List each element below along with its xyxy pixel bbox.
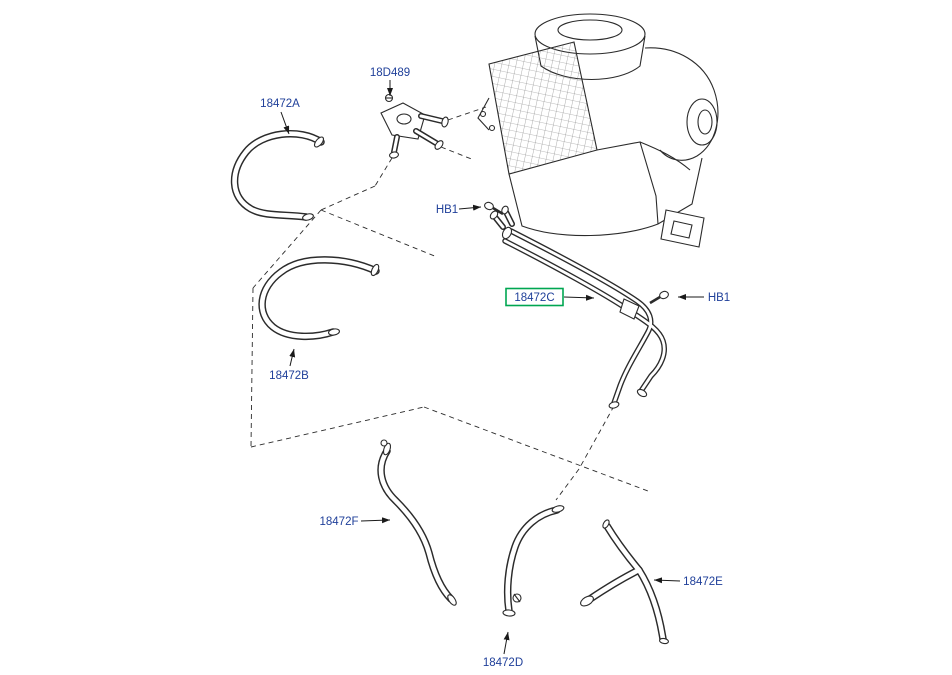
bolt-shaft <box>649 295 661 305</box>
pipe-end-cap <box>608 401 620 409</box>
pipe-inlet-stub-fill <box>504 210 514 226</box>
bolt-head <box>659 290 669 300</box>
label-18472F[interactable]: 18472F <box>319 516 358 528</box>
label-18472E[interactable]: 18472E <box>683 576 723 588</box>
valve-body-detail <box>396 113 412 125</box>
pipe-bracket-clip <box>619 298 640 320</box>
dashed-segment <box>440 146 475 161</box>
leader-arrows <box>280 80 704 655</box>
dashed-segment <box>320 209 438 258</box>
bracket <box>660 209 705 248</box>
part-18472C-pipes[interactable] <box>489 205 667 409</box>
valve-port-fill <box>414 129 438 145</box>
pipe-tube <box>502 238 667 394</box>
hose-end-fitting <box>328 328 340 336</box>
dashed-segment <box>250 406 425 448</box>
label-HB1-left[interactable]: HB1 <box>436 204 458 216</box>
dashed-boundary-lines <box>250 106 649 501</box>
pipe-tube-fill <box>509 229 653 405</box>
heater-unit-assembly <box>477 13 719 248</box>
part-18472B-hose[interactable] <box>258 256 380 341</box>
dashed-segment <box>447 106 487 121</box>
hose-clamp-screw-slot <box>513 593 521 603</box>
part-HB1-bolt-left[interactable] <box>484 201 504 216</box>
label-18472D[interactable]: 18472D <box>483 657 523 669</box>
bracket-hole <box>670 220 693 239</box>
body-edge <box>596 141 659 225</box>
hose-tube-fill <box>636 567 666 642</box>
part-18472A-hose[interactable] <box>230 129 326 222</box>
valve-port-fill <box>419 114 444 123</box>
hose-clamp-screw <box>380 439 388 447</box>
body-curve <box>639 141 691 171</box>
hose-tube-fill <box>505 507 560 614</box>
pipe-inlet-cap <box>501 205 509 215</box>
hose-tube-fill <box>587 567 642 602</box>
leader-18472F <box>360 517 391 524</box>
canister-top <box>534 13 646 55</box>
hose-clamp <box>370 263 380 277</box>
part-18472F-hose[interactable] <box>377 439 458 607</box>
part-18472D-hose[interactable] <box>502 505 565 617</box>
left-flange <box>477 97 490 131</box>
pipe-inlet-stub-fill <box>493 215 505 229</box>
hose-end-fitting <box>502 609 516 617</box>
dashed-segment <box>320 185 376 211</box>
pipe-tube-fill <box>503 239 666 393</box>
part-18472E-hose[interactable] <box>579 519 670 645</box>
hose-connector-ring <box>580 595 594 607</box>
highlight-box-18472C <box>505 287 564 307</box>
mesh-panel <box>488 41 598 175</box>
lower-body <box>508 157 703 237</box>
pipe-fitting <box>501 226 513 240</box>
leader-18472D <box>503 631 510 655</box>
hose-end-cap <box>602 519 610 529</box>
hose-end-cap <box>658 637 670 645</box>
hose-tube-fill <box>259 257 379 339</box>
leader-18472C <box>563 294 595 301</box>
hose-clamp <box>551 505 565 513</box>
right-port <box>686 98 718 146</box>
dashed-segment <box>423 406 649 492</box>
hose-tube-fill <box>604 523 642 573</box>
dashed-segment <box>374 157 393 187</box>
label-18472B[interactable]: 18472B <box>269 370 309 382</box>
label-18D489[interactable]: 18D489 <box>370 67 410 79</box>
right-port-inner <box>697 109 713 135</box>
hose-end-fitting <box>447 594 457 606</box>
part-labels: 18472A 18D489 HB1 18472C HB1 18472B 1847… <box>260 67 730 669</box>
valve-port-cap <box>434 140 444 150</box>
hose-tube-fill <box>378 448 454 602</box>
valve-port-fill <box>392 135 399 154</box>
pipe-end-cap <box>636 388 648 398</box>
part-HB1-bolt-right[interactable] <box>649 290 669 305</box>
dashed-segment <box>578 405 615 470</box>
hose-clamp <box>313 136 325 148</box>
leader-18472B <box>289 348 296 367</box>
flange-screw <box>479 110 487 118</box>
flange-screw <box>488 124 496 132</box>
label-18472A[interactable]: 18472A <box>260 98 300 110</box>
dashed-segment <box>250 287 254 448</box>
dashed-segment <box>555 468 580 501</box>
label-18472C[interactable]: 18472C <box>514 292 554 304</box>
label-HB1-right[interactable]: HB1 <box>708 292 730 304</box>
part-18D489-valve[interactable] <box>380 93 449 159</box>
dashed-segment <box>252 209 322 289</box>
valve-port-cap <box>441 116 449 128</box>
bolt-shaft <box>492 206 504 216</box>
hose-end-fitting <box>302 213 314 221</box>
leader-18472E <box>653 577 681 584</box>
leader-HB1-left <box>458 204 482 211</box>
bolt-head <box>484 201 494 211</box>
canister-top-inner <box>557 19 623 41</box>
valve-port-cap <box>388 151 400 159</box>
leader-18472A <box>280 111 290 135</box>
